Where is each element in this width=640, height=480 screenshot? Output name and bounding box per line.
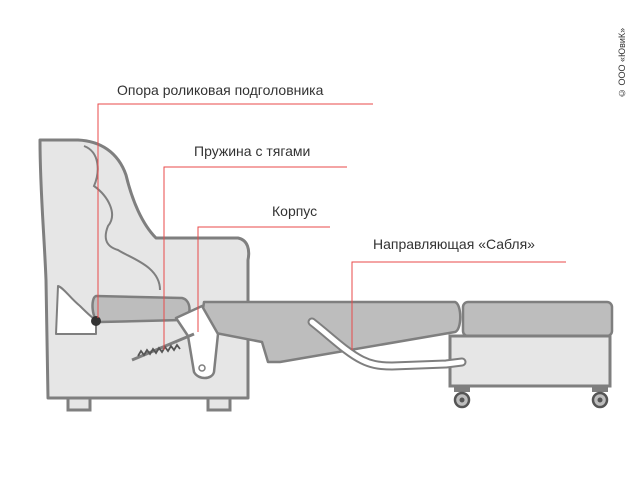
spring-rod <box>131 332 195 362</box>
armrest-inner-contour <box>83 145 161 291</box>
leader-line-spring-with-rods <box>163 166 347 350</box>
label-saber-guide: Направляющая «Сабля» <box>373 236 535 252</box>
pull-out-frame <box>448 334 612 388</box>
label-body: Корпус <box>272 203 318 219</box>
leader-line-headrest-roller-support <box>97 103 373 318</box>
copyright-notice: © ООО «ЮвиК» <box>617 27 627 98</box>
leader-line-saber-guide <box>351 261 566 350</box>
label-headrest-roller-support: Опора роликовая подголовника <box>117 82 324 98</box>
saber-guide-rod-inner <box>309 319 465 369</box>
spring-coil <box>137 343 181 357</box>
headrest-roller-support-dot <box>91 316 101 326</box>
caster-left <box>453 386 471 409</box>
sofa-left-foot <box>66 396 92 412</box>
caster-right <box>591 386 609 409</box>
sofa-armrest-body <box>38 138 251 400</box>
body-bracket-hole <box>198 364 206 372</box>
leader-line-body <box>197 226 330 332</box>
body-bracket <box>174 304 220 380</box>
extension-cushion <box>461 300 614 338</box>
label-spring-with-rods: Пружина с тягами <box>194 143 311 159</box>
sofa-right-foot <box>206 396 232 412</box>
